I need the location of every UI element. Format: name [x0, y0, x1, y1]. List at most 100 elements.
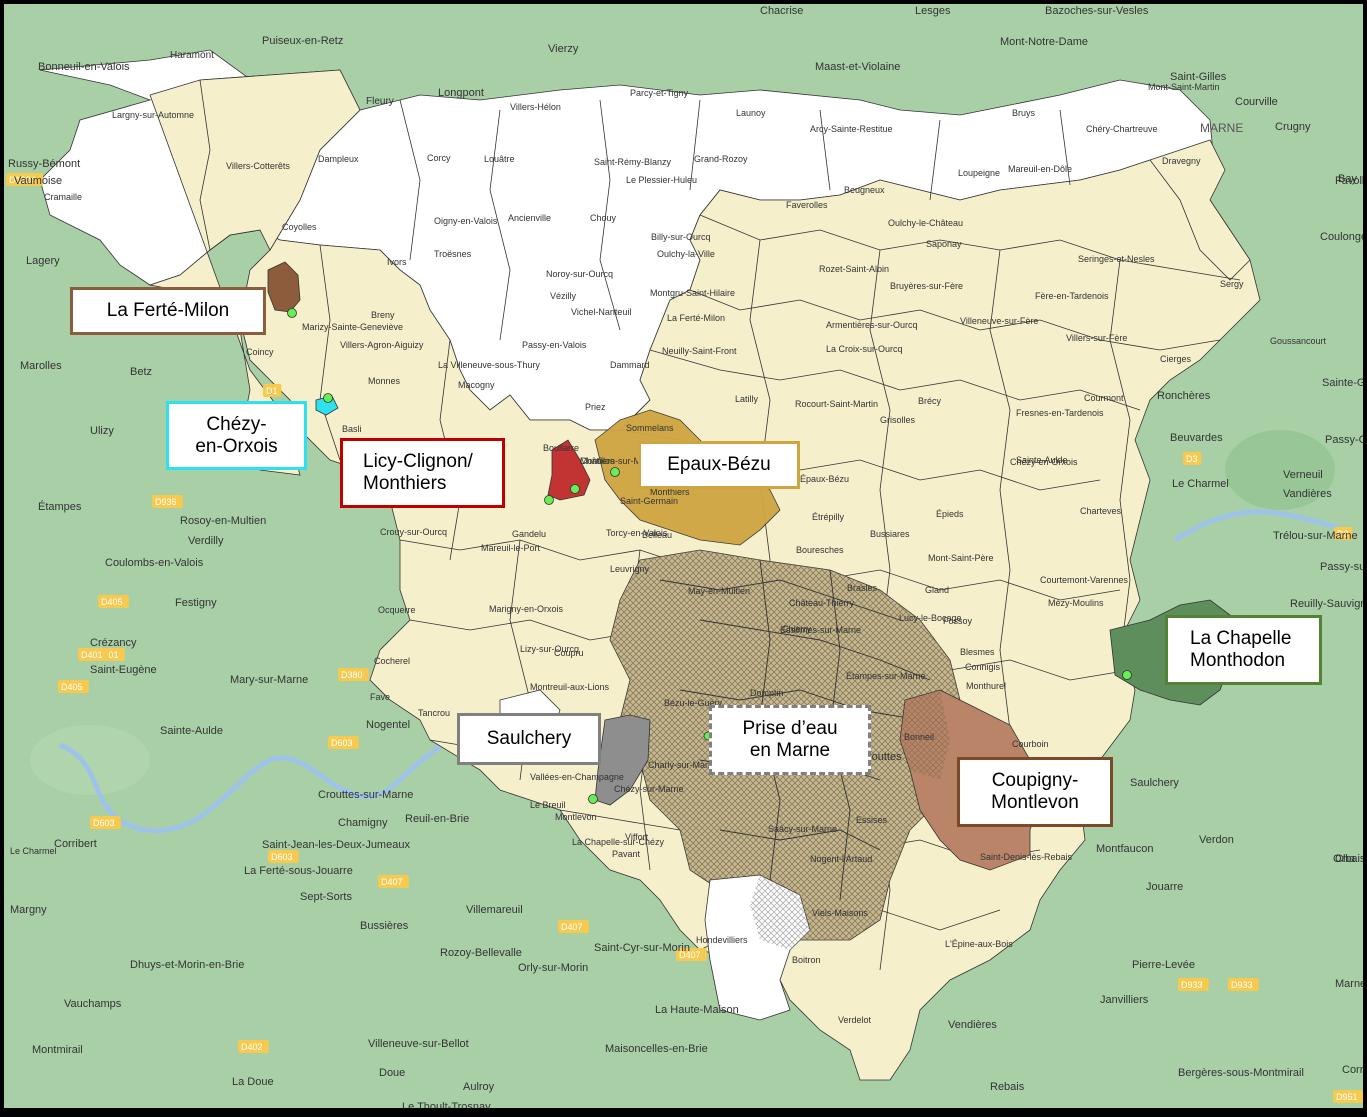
place-label: Courboin: [1012, 739, 1049, 749]
place-label: Pavant: [612, 849, 641, 859]
place-label: Épaux-Bézu: [800, 474, 849, 484]
well-marker: [323, 393, 333, 403]
well-marker: [610, 467, 620, 477]
place-label: Oulchy-la-Ville: [657, 249, 715, 259]
callout-prise-line2: en Marne: [749, 740, 831, 761]
place-label: Dampleux: [318, 154, 359, 164]
road-label: D405: [61, 682, 83, 692]
place-label: Villers-Agron-Aiguizy: [340, 340, 424, 350]
place-label: Sainte-Aulde: [1016, 455, 1068, 465]
road-label: D933: [1181, 980, 1203, 990]
road-label: D3: [1337, 529, 1349, 539]
road-label: D407: [679, 950, 701, 960]
well-marker: [588, 794, 598, 804]
place-label: Saâcy-sur-Marne: [768, 824, 837, 834]
place-label: Sainte-Gemme: [1322, 377, 1367, 389]
callout-licy-line1: Licy-Clignon/: [363, 451, 473, 472]
place-label: Villers-Cotterêts: [226, 161, 290, 171]
place-label: Bézu-le-Guéry: [664, 698, 723, 708]
callout-coupigny-line2: Montlevon: [991, 792, 1079, 813]
road-label-bg: [78, 648, 109, 661]
place-label: Brasles: [847, 583, 878, 593]
place-label: Vichel-Nanteuil: [571, 307, 631, 317]
road-label-bg: [263, 384, 282, 397]
place-label: Corribert: [54, 838, 97, 850]
place-label: Vallées-en-Champagne: [530, 772, 624, 782]
place-label: Le Breuil: [530, 800, 566, 810]
place-label: Chacrise: [760, 5, 803, 17]
place-label: Puiseux-en-Retz: [262, 35, 343, 47]
place-label: Vierzy: [548, 43, 579, 55]
place-label: Villemareuil: [466, 904, 523, 916]
place-label: Ivors: [387, 257, 407, 267]
place-label: Louâtre: [484, 154, 515, 164]
road-label: D933: [1231, 980, 1253, 990]
place-label: Saint-Gilles: [1170, 71, 1227, 83]
place-label: Beuvardes: [1170, 432, 1223, 444]
well-marker: [570, 484, 580, 494]
place-label: Loupeigne: [958, 168, 1000, 178]
place-label: Noroy-sur-Ourcq: [546, 269, 613, 279]
place-label: Ronchères: [1157, 390, 1211, 402]
place-label: Coyolles: [282, 222, 317, 232]
place-label: Vaumoise: [14, 175, 62, 187]
place-label: Lizy-sur-Ourcq: [520, 644, 579, 654]
place-label: Gland: [925, 585, 949, 595]
place-label: Nogentel: [366, 719, 410, 731]
place-label: Doue: [379, 1067, 405, 1079]
place-label: Mézy-Moulins: [1048, 598, 1104, 608]
place-label: La Haute-Maison: [655, 1004, 739, 1016]
place-label: Montmirail: [32, 1044, 83, 1056]
place-label: Oulchy-le-Château: [888, 218, 963, 228]
place-label: Boitron: [792, 955, 821, 965]
place-label: Saint-Denis-lès-Rebais: [980, 852, 1073, 862]
place-label: La Ferté-Milon: [667, 313, 725, 323]
place-label: Cierges: [1160, 354, 1192, 364]
road-label: D380: [341, 670, 363, 680]
place-label: Fleury: [366, 96, 394, 107]
place-label: Saulchery: [1130, 777, 1179, 789]
place-label: Hondevilliers: [696, 935, 748, 945]
callout-la-ferte-milon: La Ferté-Milon: [70, 287, 266, 335]
place-label: Chamigny: [338, 817, 388, 829]
place-label: Bruys: [1012, 108, 1036, 118]
place-label: Marizy-Sainte-Geneviève: [302, 322, 403, 332]
place-label: Marne: [1335, 978, 1366, 990]
place-label: Sainte-Aulde: [160, 725, 223, 737]
place-label: Oigny-en-Valois: [434, 216, 498, 226]
place-label: Crézancy: [90, 637, 137, 649]
road-label: D407: [561, 922, 583, 932]
place-label: Rosoy-en-Multien: [180, 515, 266, 527]
place-label: Bonneil: [904, 732, 934, 742]
road-label-bg: [1228, 978, 1259, 991]
licy-area: [547, 439, 591, 501]
place-label: Chierry: [782, 624, 812, 634]
road-label: D3: [1186, 454, 1198, 464]
place-label: Rebais: [990, 1081, 1025, 1093]
place-label: Coupru: [554, 648, 584, 658]
place-label: Montiers: [580, 456, 615, 466]
place-label: Villers-sur-Fère: [1066, 333, 1127, 343]
road-label-bg: [1178, 978, 1209, 991]
road-label: D402: [241, 1042, 263, 1052]
callout-coupigny: Coupigny- Montlevon: [957, 757, 1113, 827]
place-label: Étrépilly: [812, 512, 845, 522]
well-marker: [544, 495, 554, 505]
place-label: Cramaille: [44, 192, 82, 202]
place-label: Mont-Saint-Martin: [1148, 82, 1220, 92]
saulchery-area: [594, 714, 651, 806]
road-label: D603: [93, 818, 115, 828]
road-labels: D936D405D401D401D405D603D603D603D407D407…: [6, 173, 1364, 1103]
place-label: Montlevon: [555, 812, 597, 822]
callout-prise-line1: Prise d’eau: [742, 718, 838, 739]
road-label: D1324: [9, 175, 36, 185]
place-label: Beugneux: [844, 185, 885, 195]
place-label: Lesges: [915, 5, 951, 17]
place-label: Saint-Germain: [620, 496, 678, 506]
place-label: Fresnes-en-Tardenois: [1016, 408, 1104, 418]
callout-epaux-line1: Epaux-Bézu: [667, 454, 771, 475]
road-label: D603: [331, 738, 353, 748]
place-label: Lucy-le-Bocage: [899, 613, 962, 623]
